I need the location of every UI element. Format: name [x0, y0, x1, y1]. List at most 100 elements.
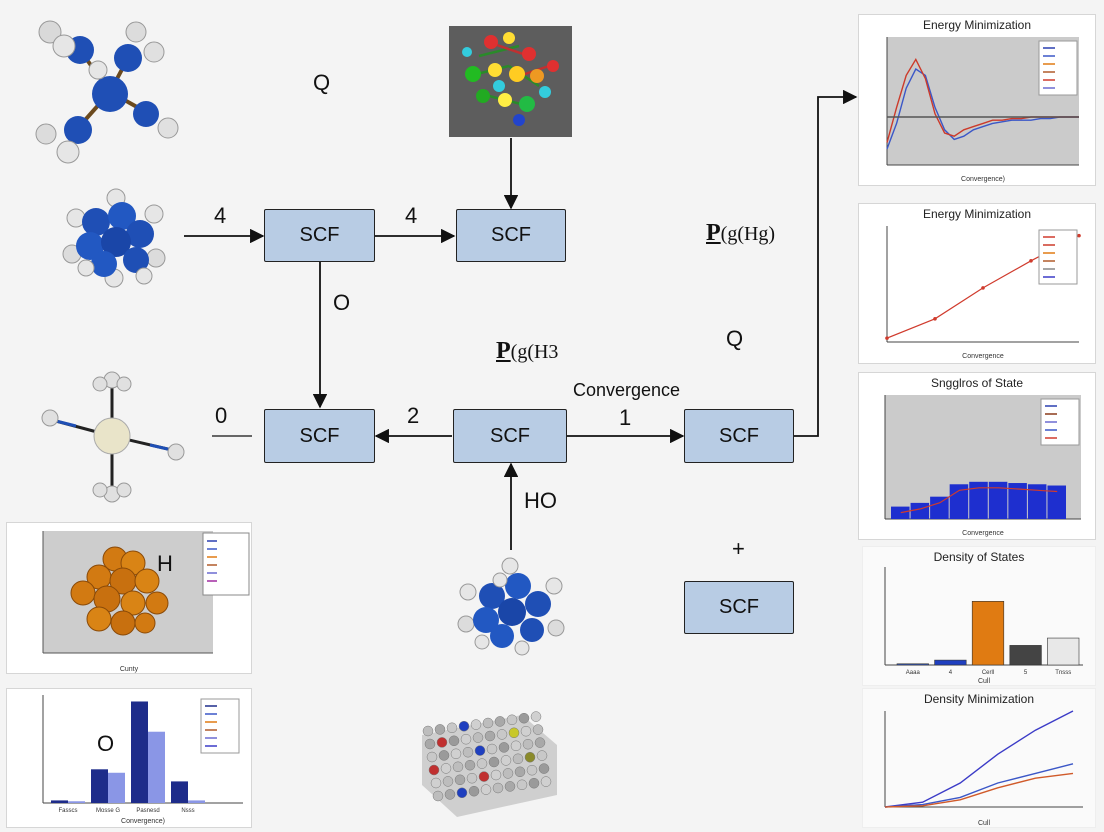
tick-label: Pasnesd: [136, 808, 159, 814]
label-four-mid: 4: [405, 203, 418, 228]
lattice-atom: [522, 738, 534, 750]
label-plus: +: [732, 536, 745, 561]
lattice-atom: [508, 727, 520, 739]
lattice-atom: [538, 763, 550, 774]
series-line-0: [884, 710, 1074, 808]
series-point: [885, 336, 889, 340]
lattice-atom: [472, 732, 484, 743]
lattice-atom: [464, 759, 476, 771]
panel-title: Energy Minimization: [922, 207, 1032, 221]
label-two: 2: [407, 403, 420, 428]
bar: [91, 769, 108, 803]
label-one: 1: [619, 405, 632, 430]
panel-title: Energy Minimization: [922, 18, 1032, 32]
series-line-1: [884, 763, 1074, 808]
legend-box: [1038, 229, 1078, 285]
scf-box-e[interactable]: SCF: [684, 409, 794, 463]
lattice-atom: [536, 750, 548, 761]
label-zero: 0: [215, 403, 228, 428]
scf-box-d[interactable]: SCF: [453, 409, 567, 463]
chart-energy-min-1: Convergence): [886, 37, 1079, 183]
lattice-atom: [436, 737, 448, 748]
p-rest: (g(Hg): [720, 223, 776, 245]
label-o-mid: O: [333, 290, 351, 315]
axis-xlabel: Convergence): [961, 176, 1005, 183]
bar: [188, 800, 205, 803]
bar: [988, 481, 1008, 519]
label-hh: H: [157, 551, 173, 576]
bar: [969, 481, 988, 519]
lattice-atom: [478, 771, 490, 782]
lattice-atom: [444, 789, 456, 800]
tick-label: 5: [1024, 670, 1028, 676]
lattice-atom: [424, 738, 436, 750]
bar: [1027, 484, 1047, 519]
label-ho: HO: [524, 488, 557, 513]
lattice-atom: [502, 768, 514, 779]
molecule-lattice: [422, 711, 557, 817]
lattice-atom: [454, 774, 466, 786]
scf-box-b[interactable]: SCF: [456, 209, 566, 262]
bar: [971, 600, 1005, 666]
tick-label: Tnsss: [1055, 670, 1071, 676]
bar: [171, 781, 188, 803]
label-convergence: Convergence: [573, 380, 681, 400]
lattice-atom: [452, 761, 464, 773]
legend-box: [200, 698, 240, 754]
lattice-atom: [496, 729, 508, 740]
label-q-right: Q: [726, 326, 744, 351]
p-symbol: P: [706, 220, 721, 246]
bar: [1047, 485, 1066, 519]
axis-xlabel: Cull: [978, 820, 991, 827]
orange-molecule: [70, 546, 169, 636]
lattice-atom: [520, 725, 532, 737]
tick-label: Nsss: [181, 808, 194, 814]
label-q-top: Q: [313, 70, 331, 95]
tick-label: Cerll: [982, 670, 994, 676]
series-point: [1029, 259, 1033, 263]
bar: [131, 701, 148, 803]
scf-box-c[interactable]: SCF: [264, 409, 375, 463]
lattice-atom: [540, 776, 552, 787]
bar: [51, 800, 68, 803]
bar: [934, 659, 967, 666]
lattice-atom: [526, 764, 538, 776]
lattice-atom: [468, 785, 480, 797]
axis-xlabel: Convergence: [962, 353, 1004, 360]
scf-box-a[interactable]: SCF: [264, 209, 375, 262]
lattice-atom: [504, 781, 516, 792]
lattice-atom: [470, 719, 482, 730]
series-line-2: [884, 772, 1074, 808]
lattice-atom: [532, 724, 544, 735]
lattice-atom: [500, 755, 512, 766]
bar: [68, 801, 85, 803]
lattice-atom: [432, 790, 444, 802]
lattice-atoms: [422, 711, 552, 802]
lattice-atom: [506, 714, 518, 726]
bar: [896, 663, 929, 666]
bar: [1047, 637, 1080, 666]
p-expression-right: P(g(Hg): [706, 220, 775, 247]
axis-xlabel: Convergence: [962, 530, 1004, 537]
p-expression-mid: P(g(H3: [496, 338, 558, 365]
tick-label: Mosse G: [96, 808, 120, 814]
panel-density-minimization: Density Minimization Cull: [862, 688, 1096, 828]
lattice-atom: [498, 742, 510, 753]
bar: [148, 731, 165, 803]
lattice-atom: [482, 717, 494, 729]
lattice-atom: [466, 772, 478, 784]
panel-energy-min-2: Energy Minimization Convergence: [858, 203, 1096, 364]
legend-box: [1038, 40, 1078, 96]
scf-box-f[interactable]: SCF: [684, 581, 794, 634]
p-rest: (g(H3: [510, 341, 559, 363]
lattice-atom: [524, 751, 536, 763]
panel-left-orange: Cunty H: [6, 522, 252, 674]
lattice-atom: [460, 733, 472, 745]
lattice-atom: [430, 777, 442, 789]
lattice-atom: [492, 782, 504, 794]
